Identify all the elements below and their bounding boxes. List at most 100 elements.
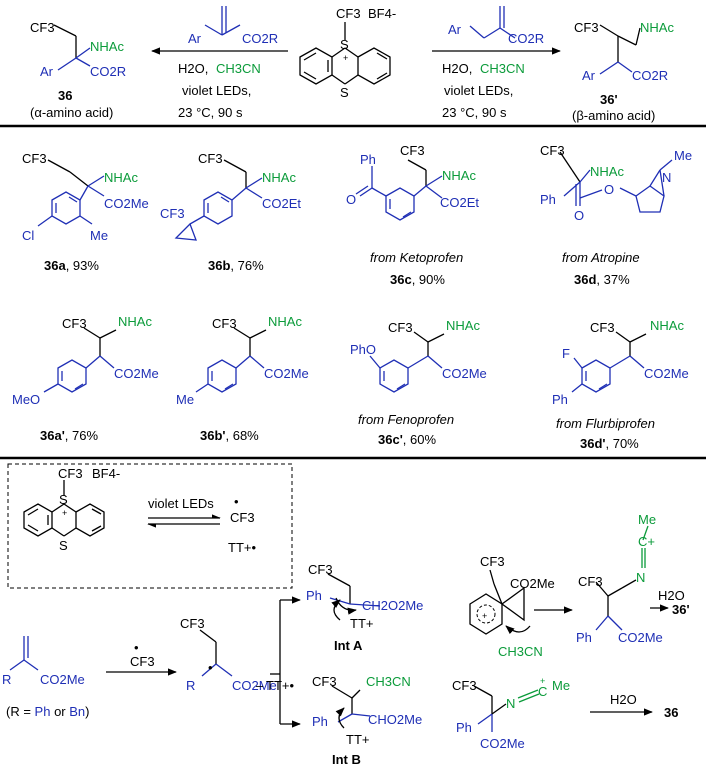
- intb-ph: Ph: [312, 714, 328, 729]
- left-cond-solvent: CH3CN: [216, 61, 261, 76]
- p36ap-label: 36a', 76%: [40, 428, 98, 443]
- p36a-number: 36a: [44, 258, 66, 273]
- tt-minus: –: [256, 678, 264, 693]
- nit-bot-plus: +: [540, 676, 545, 686]
- p36dp-cf3: CF3: [590, 320, 615, 335]
- nit-top-ph: Ph: [576, 630, 592, 645]
- p36b-nhac: NHAc: [262, 170, 296, 185]
- p36c-ester: CO2Et: [440, 195, 479, 210]
- nit-top-n: N: [636, 570, 645, 585]
- product-36d: [559, 151, 673, 213]
- p36d-o-carbonyl: O: [574, 208, 584, 223]
- start-r: R: [2, 672, 11, 687]
- rad-r: R: [186, 678, 195, 693]
- p36bp-number: 36b': [200, 428, 226, 443]
- p36bp-ester: CO2Me: [264, 366, 309, 381]
- p36d-me: Me: [674, 148, 692, 163]
- p36a-yield: , 93%: [66, 258, 100, 273]
- start-ester: CO2Me: [40, 672, 85, 687]
- p36b-cf3-sub: CF3: [160, 206, 185, 221]
- p36-ester: CO2R: [90, 64, 126, 79]
- p36cp-cf3: CF3: [388, 320, 413, 335]
- reagent-s-top: S: [340, 37, 349, 52]
- p36p-number: 36': [600, 92, 618, 107]
- left-cond-water: H2O,: [178, 61, 208, 76]
- product-36d-prime: [571, 331, 647, 393]
- p36d-number: 36d: [574, 272, 596, 287]
- p36dp-f: F: [562, 346, 570, 361]
- p36ap-number: 36a': [40, 428, 65, 443]
- p36a-me: Me: [90, 228, 108, 243]
- left-alkene: [204, 6, 241, 36]
- nit-top-cf3: CF3: [578, 574, 603, 589]
- inta-cf3: CF3: [308, 562, 333, 577]
- p36cp-number: 36c': [378, 432, 403, 447]
- p36c-label: 36c, 90%: [390, 272, 445, 287]
- p36b-label: 36b, 76%: [208, 258, 264, 273]
- p36d-n: N: [662, 170, 671, 185]
- p36dp-label: 36d', 70%: [580, 436, 639, 451]
- p36a-ester: CO2Me: [104, 196, 149, 211]
- p36p-ar: Ar: [582, 68, 596, 83]
- start-note-bn: Bn: [69, 704, 85, 719]
- p36ap-yield: , 76%: [65, 428, 99, 443]
- right-cond-solvent: CH3CN: [480, 61, 525, 76]
- p36d-source: from Atropine: [562, 250, 640, 265]
- nit-bot-n: N: [506, 696, 515, 711]
- p36d-nhac: NHAc: [590, 164, 624, 179]
- p36-ar: Ar: [40, 64, 54, 79]
- product-36a: [37, 159, 105, 227]
- p36bp-nhac: NHAc: [268, 314, 302, 329]
- p36d-o-ester: O: [604, 182, 614, 197]
- p36ap-meo: MeO: [12, 392, 40, 407]
- p36dp-ph: Ph: [552, 392, 568, 407]
- box-plus: +: [62, 508, 67, 518]
- intb-tt: TT+: [346, 732, 369, 747]
- p36-nhac: NHAc: [90, 39, 124, 54]
- nitrilium-top: [595, 525, 649, 631]
- start-note-open: (R =: [6, 704, 35, 719]
- spiro-plus: +: [482, 611, 487, 621]
- right-alkene-ester: CO2R: [508, 31, 544, 46]
- product-36c: [355, 159, 443, 221]
- start-note-close: ): [85, 704, 89, 719]
- p36p-nhac: NHAc: [640, 20, 674, 35]
- p36b-number: 36b: [208, 258, 230, 273]
- p36bp-label: 36b', 68%: [200, 428, 259, 443]
- p36a-label: 36a, 93%: [44, 258, 99, 273]
- nit-bot-ph: Ph: [456, 720, 472, 735]
- nit-top-c: C+: [638, 534, 655, 549]
- p36dp-nhac: NHAc: [650, 318, 684, 333]
- thianthrenium-reagent: [299, 22, 391, 85]
- spiro-solvent: CH3CN: [498, 644, 543, 659]
- p36c-number: 36c: [390, 272, 412, 287]
- p36p-desc: (β-amino acid): [572, 108, 655, 123]
- p36cp-yield: , 60%: [403, 432, 437, 447]
- p36d-yield: , 37%: [596, 272, 630, 287]
- add-radical: CF3: [130, 654, 155, 669]
- intb-ch: CHO2Me: [368, 712, 422, 727]
- int-b: [331, 685, 371, 729]
- spiro-ester: CO2Me: [510, 576, 555, 591]
- right-alkene-ar: Ar: [448, 22, 462, 37]
- spiro-intermediate: [469, 569, 531, 635]
- box-tt: TT+•: [228, 540, 256, 555]
- p36ap-cf3: CF3: [62, 316, 87, 331]
- reagent-cf3: CF3: [336, 6, 361, 21]
- inta-ph: Ph: [306, 588, 322, 603]
- box-cf3: CF3: [58, 466, 83, 481]
- right-cond-light: violet LEDs,: [444, 83, 513, 98]
- box-anion: BF4-: [92, 466, 120, 481]
- p36dp-source: from Flurbiprofen: [556, 416, 655, 431]
- inta-tt: TT+: [350, 616, 373, 631]
- intb-cf3: CF3: [312, 674, 337, 689]
- box-light: violet LEDs: [148, 496, 214, 511]
- box-radical: CF3: [230, 510, 255, 525]
- start-note: (R = Ph or Bn): [6, 704, 90, 719]
- p36c-nhac: NHAc: [442, 168, 476, 183]
- p36-desc: (α-amino acid): [30, 105, 113, 120]
- radical-intermediate: [199, 629, 233, 677]
- p36dp-number: 36d': [580, 436, 606, 451]
- p36cp-ester: CO2Me: [442, 366, 487, 381]
- p36b-ester: CO2Et: [262, 196, 301, 211]
